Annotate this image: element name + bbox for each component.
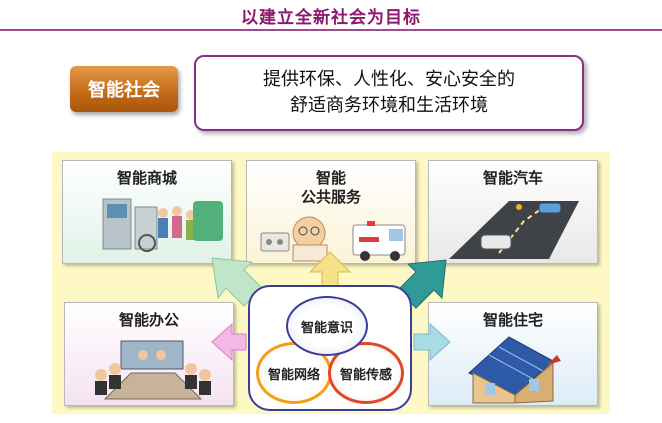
goal-line-2: 舒适商务环境和生活环境 xyxy=(290,95,488,116)
smart-awareness-circle: 智能意识 xyxy=(286,296,368,356)
office-illustration xyxy=(95,340,211,400)
home-illustration xyxy=(468,336,561,404)
card-smart-mall: 智能商城 xyxy=(62,160,232,264)
smart-network-label: 智能网络 xyxy=(267,367,320,383)
arrow-to-mall xyxy=(211,257,263,307)
public-services-illustration xyxy=(260,216,406,262)
card-label-smart-car: 智能汽车 xyxy=(482,169,543,187)
card-label-public-line-2: 公共服务 xyxy=(300,188,361,206)
title-divider xyxy=(0,29,662,31)
card-label-smart-home: 智能住宅 xyxy=(482,311,543,329)
smart-society-badge: 智能社会 xyxy=(70,66,178,112)
card-smart-public-services: 智能 公共服务 xyxy=(246,160,416,264)
goal-box: 提供环保、人性化、安心安全的 舒适商务环境和生活环境 xyxy=(194,55,584,131)
arrow-to-office xyxy=(211,322,247,362)
smart-awareness-label: 智能意识 xyxy=(300,320,353,336)
page-title: 以建立全新社会为目标 xyxy=(241,8,421,28)
card-smart-office: 智能办公 xyxy=(64,302,234,406)
arrow-to-car xyxy=(397,259,447,309)
mall-illustration xyxy=(102,198,223,252)
card-label-public-line-1: 智能 xyxy=(315,169,346,187)
arrow-to-public xyxy=(308,251,352,287)
card-label-smart-mall: 智能商城 xyxy=(116,169,177,187)
smart-network-circle: 智能网络 xyxy=(256,342,332,404)
smart-sensing-label: 智能传感 xyxy=(339,367,392,383)
goal-line-1: 提供环保、人性化、安心安全的 xyxy=(263,69,515,90)
card-smart-car: 智能汽车 xyxy=(428,160,598,264)
card-label-smart-office: 智能办公 xyxy=(118,311,179,329)
card-label-public-services: 智能 公共服务 xyxy=(247,169,415,207)
card-smart-home: 智能住宅 xyxy=(428,302,598,406)
arrow-to-home xyxy=(413,322,451,362)
car-illustration xyxy=(449,201,579,259)
